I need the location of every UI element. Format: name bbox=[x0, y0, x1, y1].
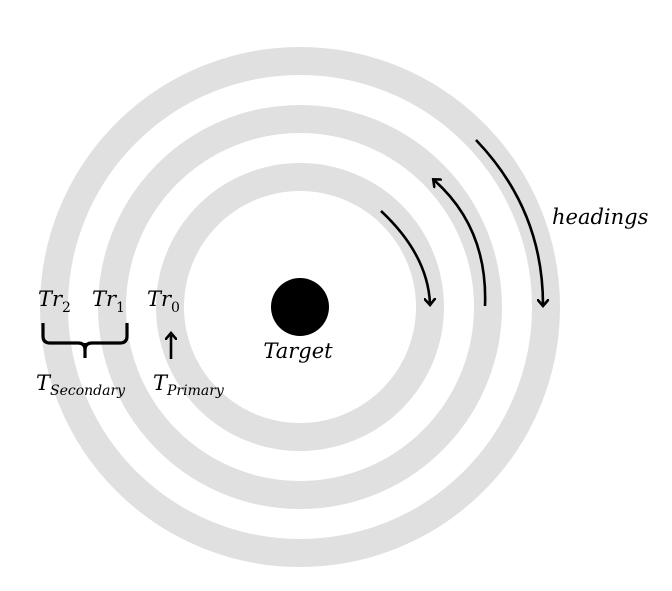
middle-heading-arrow bbox=[434, 180, 487, 307]
t-primary-label: TPrimary bbox=[153, 371, 225, 399]
outer-heading-arrow bbox=[475, 139, 543, 305]
middle-ring-tr1 bbox=[98, 105, 502, 509]
tr0-label: Tr0 bbox=[147, 287, 180, 316]
target-label: Target bbox=[263, 339, 333, 363]
heading-arrows bbox=[380, 139, 543, 307]
headings-label: headings bbox=[552, 205, 649, 229]
inner-heading-arrow bbox=[380, 210, 430, 304]
tr2-label: Tr2 bbox=[38, 287, 71, 316]
t-secondary-label: TSecondary bbox=[36, 371, 126, 399]
target-dot bbox=[271, 278, 329, 336]
inner-ring-tr0 bbox=[156, 163, 444, 451]
tr1-label: Tr1 bbox=[92, 287, 125, 316]
